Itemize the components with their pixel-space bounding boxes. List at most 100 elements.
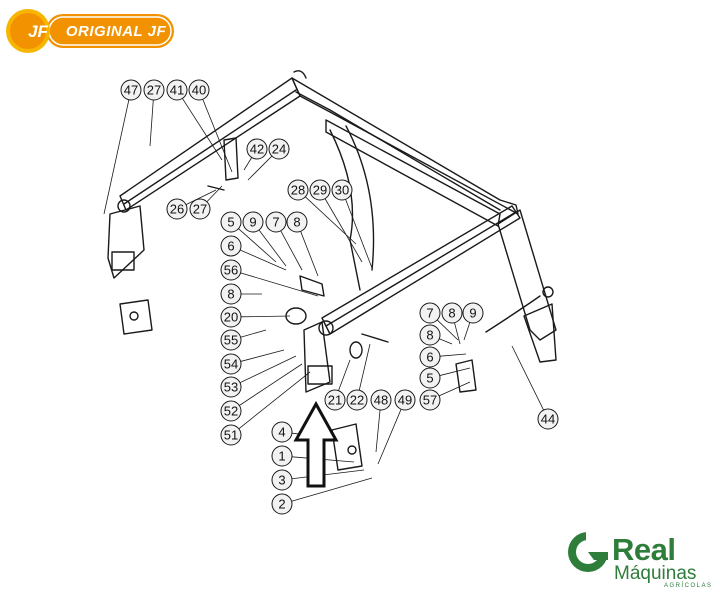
balloon-circle (242, 211, 264, 233)
balloon-number: 28 (291, 183, 305, 198)
balloon-number: 9 (469, 306, 476, 321)
part-balloon: 8 (419, 324, 441, 346)
balloon-circle (265, 211, 287, 233)
leader-line (239, 363, 303, 406)
part-balloon: 5 (419, 367, 441, 389)
balloon-circle (419, 367, 441, 389)
balloon-number: 26 (170, 202, 184, 217)
clamp-plate (299, 275, 325, 297)
balloon-number: 24 (272, 142, 286, 157)
balloon-number: 47 (124, 83, 138, 98)
balloon-circle (309, 179, 331, 201)
part-balloon: 57 (419, 389, 441, 411)
leader-line (206, 185, 223, 203)
right-hook (485, 295, 541, 333)
logo-leaf (588, 552, 608, 560)
part-balloon: 7 (419, 302, 441, 324)
balloon-number: 7 (272, 215, 279, 230)
part-balloon: 3 (271, 469, 293, 491)
lower-beam-edge (325, 211, 517, 327)
balloon-circle (441, 302, 463, 324)
loader-frame-drawing (107, 70, 557, 471)
part-balloon: 20 (220, 306, 242, 328)
leader-line (463, 322, 471, 341)
left-arm-edge (123, 89, 297, 205)
balloon-number: 5 (426, 371, 433, 386)
leader-line (439, 338, 453, 345)
leader-line (239, 355, 297, 384)
leader-line (291, 469, 365, 480)
left-arm (119, 77, 301, 211)
balloon-circle (419, 302, 441, 324)
part-balloon: 21 (324, 389, 346, 411)
balloon-number: 8 (448, 306, 455, 321)
part-balloon: 54 (220, 353, 242, 375)
leader-line (439, 353, 467, 357)
part-balloon: 47 (120, 79, 142, 101)
leader-line (291, 477, 373, 502)
bottom-bracket-bolt (347, 445, 357, 455)
leader-line (511, 345, 544, 411)
front-plate (303, 321, 331, 393)
leader-line (243, 157, 253, 171)
leader-lines (103, 98, 544, 502)
balloon-number: 27 (193, 202, 207, 217)
brand-subtitle: Máquinas (614, 563, 697, 584)
balloon-number: 30 (335, 183, 349, 198)
balloon-circle (220, 259, 242, 281)
jf-logo-mark: JF (28, 22, 48, 41)
leader-line (258, 229, 287, 267)
leader-line (240, 315, 291, 318)
upper-spacer (223, 137, 239, 181)
left-arm-pin (117, 199, 131, 213)
balloon-number: 44 (541, 412, 555, 427)
balloon-number: 4 (278, 425, 285, 440)
balloon-number: 48 (374, 393, 388, 408)
balloon-number: 1 (278, 449, 285, 464)
balloon-circle (346, 389, 368, 411)
balloon-number: 51 (224, 428, 238, 443)
leader-line (202, 99, 233, 173)
leader-line (240, 349, 285, 362)
part-balloon: 42 (246, 138, 268, 160)
balloon-circle (462, 302, 484, 324)
center-curve-inner (345, 125, 375, 271)
balloon-number: 3 (278, 473, 285, 488)
balloon-number: 57 (423, 393, 437, 408)
balloon-circle (166, 198, 188, 220)
part-balloon: 8 (441, 302, 463, 324)
jf-logo-inner (10, 13, 46, 49)
right-arm (497, 209, 557, 341)
top-beam-edge (295, 91, 501, 211)
balloon-circle (271, 445, 293, 467)
leader-line (358, 343, 371, 391)
part-balloon: 52 (220, 400, 242, 422)
balloon-circle (286, 211, 308, 233)
up-arrow (293, 400, 339, 488)
right-pin (542, 286, 554, 298)
mount-plate-bolt (129, 311, 139, 321)
part-balloon: 2 (271, 493, 293, 515)
balloon-circle (120, 79, 142, 101)
balloon-number: 27 (147, 83, 161, 98)
balloon-number: 42 (250, 142, 264, 157)
balloon-number: 41 (170, 83, 184, 98)
balloon-circle (220, 283, 242, 305)
balloon-circle (220, 306, 242, 328)
balloon-circle (370, 389, 392, 411)
leader-line (238, 228, 277, 263)
part-balloon: 56 (220, 259, 242, 281)
part-balloon: 6 (220, 235, 242, 257)
balloon-number: 6 (426, 350, 433, 365)
balloon-number: 9 (249, 215, 256, 230)
part-balloon: 55 (220, 329, 242, 351)
balloon-number: 55 (224, 333, 238, 348)
balloon-circle (394, 389, 416, 411)
balloon-number: 5 (227, 215, 234, 230)
balloon-circle (189, 198, 211, 220)
balloon-circle (220, 376, 242, 398)
balloon-number: 40 (192, 83, 206, 98)
leader-line (439, 367, 471, 376)
